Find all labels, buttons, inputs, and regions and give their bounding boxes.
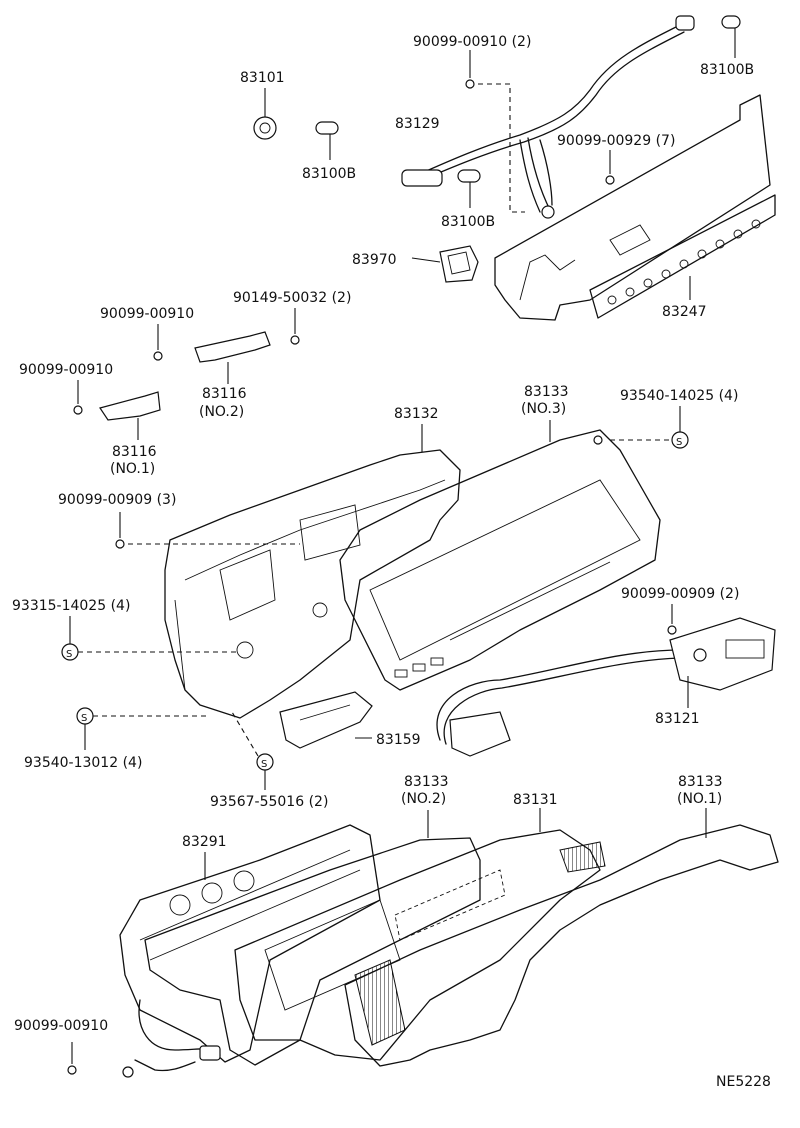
label-90099-00910-b: 90099-00910 [19,362,113,378]
screw-90099-00910-mid [153,324,163,361]
label-83100b-b: 83100B [302,166,356,182]
label-83116-no1: 83116 [112,444,157,460]
label-93567-55016-2: 93567-55016 (2) [210,794,328,810]
printed-circuit-83247 [494,94,776,321]
label-93540-13012-4: 93540-13012 (4) [24,755,142,771]
label-90149-50032-2: 90149-50032 (2) [233,290,351,306]
label-83131: 83131 [513,792,558,808]
label-83116-no2-sub: (NO.2) [199,404,244,420]
label-83129: 83129 [395,116,440,132]
s-symbol: S [66,649,72,660]
label-90099-00909-2: 90099-00909 (2) [621,586,739,602]
label-83101: 83101 [240,70,285,86]
label-90099-00909-3: 90099-00909 (3) [58,492,176,508]
bracket-83116-no1 [99,391,161,440]
bulb-83100b-left [315,121,339,160]
harness-socket [675,15,695,31]
label-93540-14025-4: 93540-14025 (4) [620,388,738,404]
washer-93540-13012: S [76,707,210,750]
harness-connector [401,169,443,187]
washer-93315-14025: S [61,616,240,661]
washer-93540-14025-top: S [610,406,689,449]
sensor-cable-83121 [436,604,776,757]
label-83133-no2: 83133 [404,774,449,790]
harness-assembly-83129 [401,15,695,219]
label-83133-no3-sub: (NO.3) [521,401,566,417]
screw-90099-00909-three [115,512,300,549]
bulb-socket-83101 [253,88,277,140]
screw-90099-00929 [605,150,615,185]
screw-90149-50032 [290,308,300,345]
diagram-code: NE5228 [716,1074,771,1090]
label-83133-no2-sub: (NO.2) [401,791,446,807]
label-83100b-a: 83100B [700,62,754,78]
label-83133-no1: 83133 [678,774,723,790]
s-symbol: S [676,437,682,448]
label-93315-14025-4: 93315-14025 (4) [12,598,130,614]
harness-terminal-ring [541,205,555,219]
screw-90099-00910-top [465,50,525,213]
label-83100b-c: 83100B [441,214,495,230]
label-83159: 83159 [376,732,421,748]
connector-83159 [279,691,373,749]
bracket-83116-no2 [194,331,271,384]
label-90099-00929-7: 90099-00929 (7) [557,133,675,149]
plate-83133-no1 [344,808,779,1067]
bulb-83100b-center [457,169,481,208]
label-83132: 83132 [394,406,439,422]
label-90099-00910-a: 90099-00910 [100,306,194,322]
label-83247: 83247 [662,304,707,320]
label-83133-no3: 83133 [524,384,569,400]
label-83121: 83121 [655,711,700,727]
label-83970: 83970 [352,252,397,268]
label-83116-no2: 83116 [202,386,247,402]
labels: 83101 83100B 83100B 83100B 83129 90099-0… [12,34,771,1090]
meter-case-83291 [119,824,381,1063]
s-symbol: S [261,759,267,770]
bulb-83100b-top-right [721,15,741,58]
meter-housing-83132 [164,424,461,719]
cover-83131 [234,808,606,1061]
label-90099-00910-c: 90099-00910 [14,1018,108,1034]
label-90099-00910-2: 90099-00910 (2) [413,34,531,50]
socket-83970 [411,245,479,283]
wiring-lead-bottom [122,999,221,1078]
screw-90099-00910-bottom [67,1042,77,1075]
s-symbol: S [81,713,87,724]
label-83291: 83291 [182,834,227,850]
label-83116-no1-sub: (NO.1) [110,461,155,477]
label-83133-no1-sub: (NO.1) [677,791,722,807]
screw-90099-00910-left [73,380,83,415]
plate-83133-no3 [339,420,661,691]
washer-93567-55016: S [231,711,274,790]
